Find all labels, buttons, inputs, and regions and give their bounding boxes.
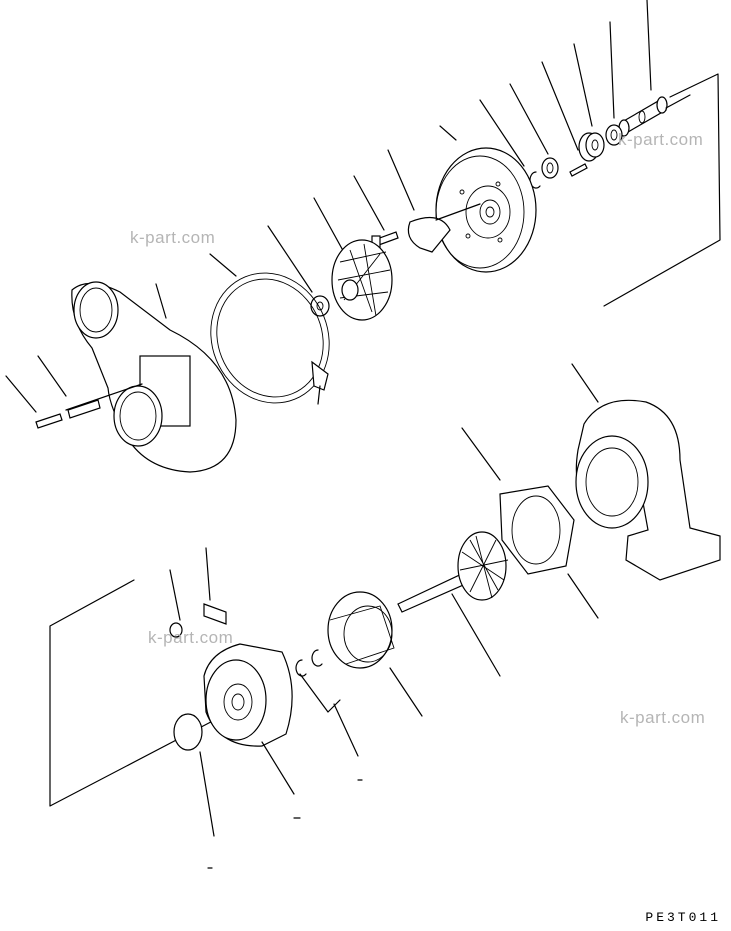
lock-nut: [267, 225, 330, 317]
gasket: [461, 427, 599, 619]
bearing-housing: [203, 643, 295, 795]
heat-shield: [327, 591, 423, 717]
lock-washer: [37, 355, 101, 419]
watermark: k-part.com: [618, 130, 704, 149]
turbine-housing: [571, 363, 721, 581]
watermark: k-part.com: [620, 708, 706, 727]
bolt: [353, 175, 399, 249]
spacer: [509, 83, 559, 179]
snap-rings-pair: [295, 649, 359, 757]
oil-seal-pin: [541, 61, 588, 177]
lower-group-frame: [49, 579, 273, 807]
bolt-small: [5, 375, 63, 429]
compressor-housing: [71, 281, 237, 473]
shaft-coupling: [618, 0, 691, 137]
plug: [173, 713, 215, 837]
compressor-wheel: [313, 197, 393, 321]
drawing-code: PE3T011: [645, 910, 721, 925]
back-plate: [435, 125, 537, 273]
screw: [169, 569, 183, 638]
watermark: k-part.com: [148, 628, 234, 647]
watermark: k-part.com: [130, 228, 216, 247]
lead-line: [65, 383, 143, 411]
thrust-collar: [573, 43, 605, 162]
plate: [203, 547, 227, 625]
thrust-washer: [605, 21, 623, 146]
v-band-clamp: [209, 253, 330, 405]
reference-ticks: [207, 779, 363, 869]
turbine-shaft-wheel: [397, 531, 509, 677]
upper-group-frame: [603, 73, 721, 307]
lock-plate: [387, 149, 481, 253]
